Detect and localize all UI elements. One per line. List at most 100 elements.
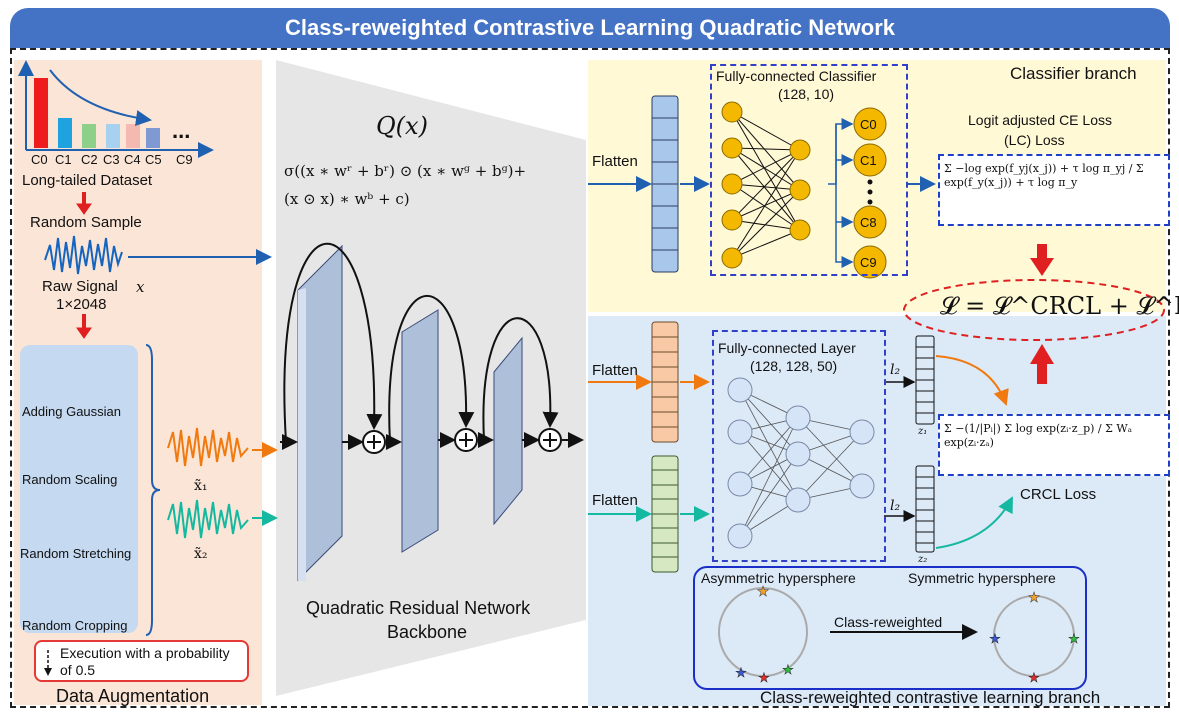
lc-loss-title-line1: Logit adjusted CE Loss <box>968 112 1112 128</box>
crcl-branch-label: Class-reweighted contrastive learning br… <box>760 688 1101 707</box>
class-output-arrows <box>828 118 854 268</box>
hypersphere-box <box>693 566 1087 690</box>
dashed-arrow-icon <box>44 650 52 676</box>
classifier-nodes <box>721 101 811 269</box>
augmentation-steps-box <box>20 345 138 633</box>
bar-dots: ... <box>172 118 191 143</box>
crcl-network-nodes <box>727 377 875 549</box>
q-function-label: Q(x) <box>376 112 428 140</box>
class-label-c9: C9 <box>176 152 193 167</box>
raw-signal-label: Raw Signal <box>42 278 118 295</box>
class-label-c0: C0 <box>31 152 48 167</box>
augmentation-panel-label: Data Augmentation <box>56 686 210 706</box>
class-label-c5: C5 <box>145 152 162 167</box>
class-node-c9: C9 <box>860 255 877 270</box>
fc-layer-size: (128, 128, 50) <box>750 358 838 374</box>
class-label-c3: C3 <box>103 152 120 167</box>
title-bar: Class-reweighted Contrastive Learning Qu… <box>10 8 1170 48</box>
class-node-c8: C8 <box>860 215 877 230</box>
svg-text:★: ★ <box>758 670 770 685</box>
symmetric-hypersphere-label: Symmetric hypersphere <box>908 570 1056 586</box>
backbone-label-line1: Quadratic Residual Network <box>306 598 531 618</box>
svg-text:★: ★ <box>989 631 1001 646</box>
l2-norm-label-2: l₂ <box>890 498 901 514</box>
class-label-c1: C1 <box>55 152 72 167</box>
svg-text:★: ★ <box>735 665 747 680</box>
view2-label: x̃₂ <box>194 546 208 562</box>
crcl-flatten-label-2: Flatten <box>592 492 638 509</box>
backbone-flow <box>280 242 584 450</box>
loss-red-arrows <box>1030 244 1054 384</box>
lc-loss-formula: Σ −log exp(f_yj(x_j)) + τ log π_yj / Σ e… <box>938 154 1170 226</box>
step-random-cropping: Random Cropping <box>22 618 128 633</box>
classifier-network <box>731 111 801 259</box>
classifier-branch-label: Classifier branch <box>1010 64 1137 83</box>
asymmetric-hypersphere: ★ ★ ★ ★ <box>718 583 808 685</box>
symmetric-hypersphere: ★ ★ ★ ★ <box>989 589 1080 686</box>
class-output-nodes <box>853 107 887 279</box>
bar-c4 <box>126 124 140 148</box>
crcl-flatten-column-1 <box>651 321 679 443</box>
classifier-flatten-column <box>651 95 679 273</box>
fc-classifier-size: (128, 10) <box>778 86 835 102</box>
execution-note-box: Execution with a probability of 0.5 <box>34 640 249 682</box>
dataset-label: Long-tailed Dataset <box>22 172 153 189</box>
fc-classifier-box <box>710 64 908 276</box>
bar-c1 <box>58 118 72 148</box>
class-node-c0: C0 <box>860 117 877 132</box>
residual-add-nodes <box>362 428 562 454</box>
z2-label: z₂ <box>918 554 928 565</box>
aug-red-arrows <box>76 192 92 339</box>
asymmetric-hypersphere-label: Asymmetric hypersphere <box>701 570 856 586</box>
step-random-scaling: Random Scaling <box>22 472 118 487</box>
quadratic-formula-line1: σ((x ∗ wʳ + bʳ) ⊙ (x ∗ wᵍ + bᵍ)+ <box>284 162 527 180</box>
classifier-flatten-label: Flatten <box>592 153 638 170</box>
long-tailed-bar-chart <box>18 60 214 158</box>
svg-text:★: ★ <box>757 583 770 599</box>
class-label-c2: C2 <box>81 152 98 167</box>
crcl-loss-formula: Σ −(1/|Pᵢ|) Σ log exp(zᵢ·z_p) / Σ Wₐ exp… <box>938 414 1170 476</box>
view2-waveform <box>167 499 249 539</box>
random-sample-label: Random Sample <box>30 214 142 231</box>
bar-c0 <box>34 78 48 148</box>
total-loss-ellipse <box>903 279 1165 341</box>
lc-loss-title-line2: (LC) Loss <box>1004 132 1065 148</box>
fc-classifier-title: Fully-connected Classifier <box>716 68 877 84</box>
class-node-c1: C1 <box>860 153 877 168</box>
raw-signal-size: 1×2048 <box>56 296 107 313</box>
execution-note-text: Execution with a probability of 0.5 <box>60 645 230 678</box>
l2-norm-label-1: l₂ <box>890 362 901 378</box>
quadratic-formula-line2: (x ⊙ x) ∗ wᵇ + c) <box>284 190 410 208</box>
outer-frame <box>10 48 1170 708</box>
svg-text:★: ★ <box>1068 631 1080 646</box>
svg-text:★: ★ <box>782 662 794 677</box>
step-adding-gaussian: Adding Gaussian <box>22 404 122 419</box>
backbone-label-line2: Backbone <box>387 622 468 642</box>
aug-bracket <box>145 344 161 636</box>
fc-layer-box <box>712 330 886 562</box>
embedding-column-z1 <box>915 335 935 425</box>
embedding-column-z2 <box>915 465 935 553</box>
crcl-loss-label: CRCL Loss <box>1020 486 1097 503</box>
class-reweighted-label: Class-reweighted <box>834 614 943 630</box>
diagram-title: Class-reweighted Contrastive Learning Qu… <box>284 15 896 40</box>
svg-text:★: ★ <box>1028 589 1041 605</box>
backbone-blocks <box>297 244 523 582</box>
crcl-flatten-label-1: Flatten <box>592 362 638 379</box>
total-loss-formula: 𝓛 = 𝓛^CRCL + 𝓛^LC <box>940 292 1179 320</box>
z1-label: z₁ <box>918 426 928 437</box>
step-random-stretching: Random Stretching <box>20 546 132 561</box>
bar-c2 <box>82 124 96 148</box>
raw-signal-variable: x <box>136 278 145 296</box>
svg-text:★: ★ <box>1028 670 1040 685</box>
class-label-c4: C4 <box>124 152 141 167</box>
fc-layer-title: Fully-connected Layer <box>718 340 856 356</box>
vertical-dots <box>867 179 873 205</box>
view1-waveform <box>167 427 249 467</box>
view1-label: x̃₁ <box>194 478 208 494</box>
raw-signal-waveform <box>44 235 123 275</box>
bar-c3 <box>106 124 120 148</box>
bar-c5 <box>146 128 160 148</box>
crcl-flatten-column-2 <box>651 455 679 573</box>
